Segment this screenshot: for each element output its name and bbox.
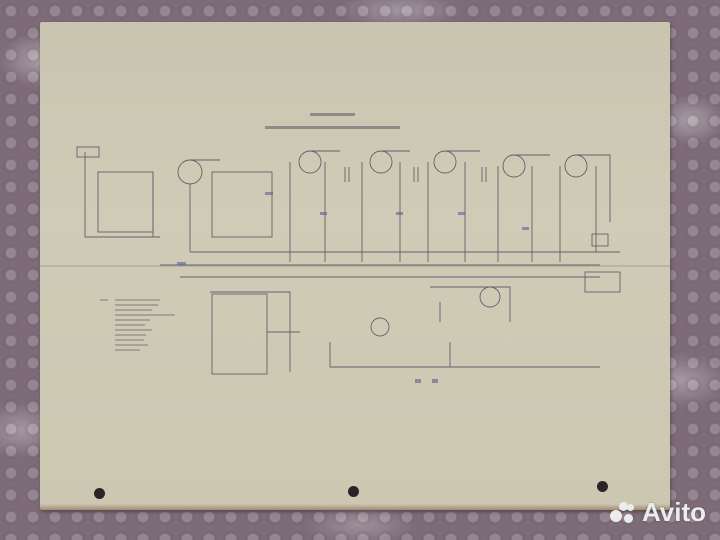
sheet-title xyxy=(265,126,400,129)
punch-hole xyxy=(348,486,359,497)
punch-hole xyxy=(94,488,105,499)
punch-hole xyxy=(597,481,608,492)
fold-crease xyxy=(40,265,670,267)
circuit-diagram xyxy=(76,146,621,383)
avito-watermark: Avito xyxy=(609,497,706,528)
avito-brand-text: Avito xyxy=(641,497,706,527)
schematic-sheet xyxy=(40,22,670,510)
avito-logo-icon xyxy=(609,501,636,524)
sheet-heading xyxy=(310,113,355,116)
